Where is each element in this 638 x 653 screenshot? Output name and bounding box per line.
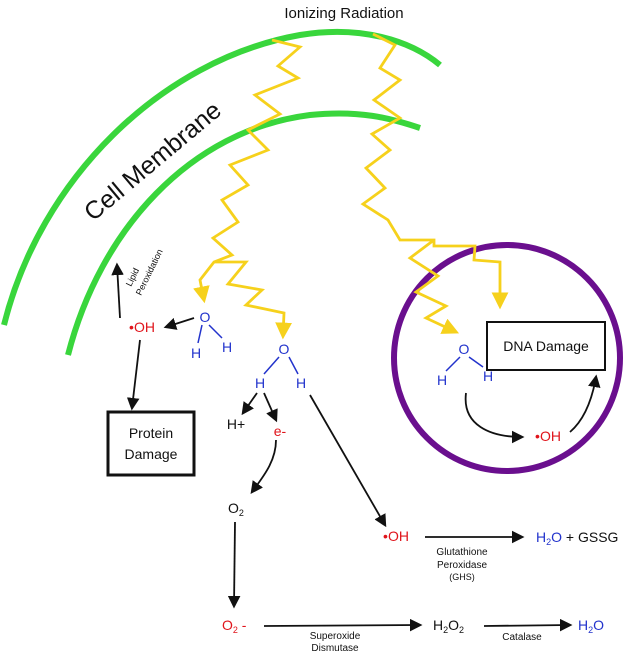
nucleus-circle [391, 242, 623, 474]
superoxide-dismutase-2: Dismutase [311, 643, 359, 653]
cell-membrane-inner [65, 110, 421, 356]
glutathione-line1: Glutathione [436, 547, 488, 558]
protein-damage-box [106, 410, 196, 477]
electron: e- [274, 423, 287, 439]
cell-membrane-outer [1, 28, 442, 326]
diagram-title: Ionizing Radiation [284, 5, 403, 22]
h2o2-label: H2O2 [433, 617, 464, 635]
protein-damage-line2: Damage [125, 446, 178, 462]
radiation-rays [193, 32, 509, 340]
o2-label: O2 [228, 500, 244, 518]
water1-o: O [200, 309, 211, 325]
dna-damage-label: DNA Damage [503, 338, 589, 354]
radical-oh-mid: •OH [383, 528, 409, 544]
water2-o: O [279, 341, 290, 357]
radical-oh-dna: •OH [535, 428, 561, 444]
h-plus: H+ [227, 416, 245, 432]
water1-h2: H [222, 339, 232, 355]
dna-damage-box [486, 321, 606, 371]
cell-membrane-label: Cell Membrane [79, 96, 227, 226]
water-molecule-2: O H H [255, 341, 306, 391]
superoxide-dismutase-1: Superoxide [310, 631, 361, 642]
final-h2o: H2O [578, 617, 604, 635]
glutathione-line2: Peroxidase [437, 560, 487, 571]
catalase-label: Catalase [502, 632, 542, 643]
water2-h2: H [296, 375, 306, 391]
water2-h1: H [255, 375, 265, 391]
water3-o: O [459, 341, 470, 357]
radical-oh-left: •OH [129, 319, 155, 335]
h2o-gssg: H2O + GSSG [536, 529, 618, 547]
water3-h1: H [437, 372, 447, 388]
water-molecule-3: O H H [437, 341, 493, 388]
superoxide-label: O2 - [222, 617, 247, 635]
water-molecule-1: O H H [191, 309, 232, 361]
water3-h2: H [483, 368, 493, 384]
protein-damage-line1: Protein [129, 425, 173, 441]
glutathione-line3: (GHS) [449, 572, 475, 582]
water1-h1: H [191, 345, 201, 361]
